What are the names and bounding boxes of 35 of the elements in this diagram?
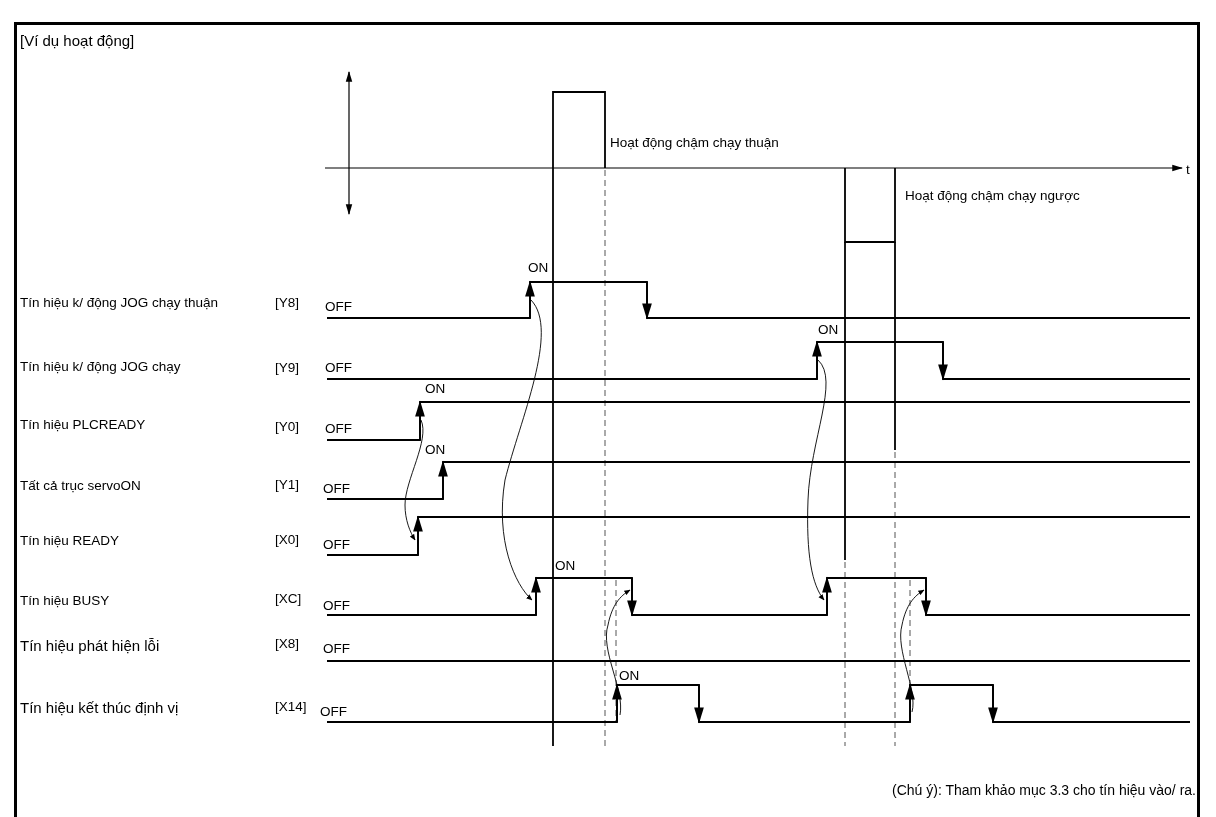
signal-address: [XC] — [275, 592, 302, 606]
signal-name: Tín hiệu READY — [20, 534, 120, 548]
state-label: OFF — [323, 642, 350, 656]
signal-address: [X8] — [275, 637, 299, 651]
axis-label: t — [1186, 163, 1190, 177]
signal-address: [Y8] — [275, 296, 299, 310]
signal-name: Tín hiệu k/ động JOG chạy — [20, 360, 181, 374]
signal-address: [Y0] — [275, 420, 299, 434]
state-label: ON — [818, 323, 839, 337]
state-label: OFF — [320, 705, 347, 719]
signal-name: Tất cả trục servoON — [20, 479, 141, 493]
state-label: OFF — [325, 361, 352, 375]
state-label: OFF — [323, 538, 350, 552]
state-label: OFF — [323, 482, 350, 496]
diagram-title: [Ví dụ hoạt động] — [20, 32, 135, 48]
operation-label: Hoạt động chậm chạy thuận — [610, 136, 779, 150]
state-label: ON — [425, 443, 446, 457]
state-label: ON — [425, 382, 446, 396]
signal-address: [X14] — [275, 700, 307, 714]
note-text: (Chú ý): Tham khảo mục 3.3 cho tín hiệu vào/ ra. — [892, 783, 1196, 797]
state-label: ON — [555, 559, 576, 573]
state-label: OFF — [325, 422, 352, 436]
signal-address: [Y1] — [275, 478, 299, 492]
signal-name: Tín hiệu k/ động JOG chạy thuận — [20, 296, 219, 310]
signal-address: [X0] — [275, 533, 299, 547]
signal-name: Tín hiệu PLCREADY — [20, 418, 146, 432]
signal-name: Tín hiệu BUSY — [20, 594, 110, 608]
state-label: OFF — [325, 300, 352, 314]
signal-name: Tín hiệu phát hiện lỗi — [20, 637, 160, 653]
signal-address: [Y9] — [275, 361, 299, 375]
operation-label: Hoạt động chậm chạy ngược — [905, 189, 1080, 203]
state-label: OFF — [323, 599, 350, 613]
state-label: ON — [528, 261, 549, 275]
state-label: ON — [619, 669, 640, 683]
signal-name: Tín hiệu kết thúc định vị — [20, 699, 179, 715]
